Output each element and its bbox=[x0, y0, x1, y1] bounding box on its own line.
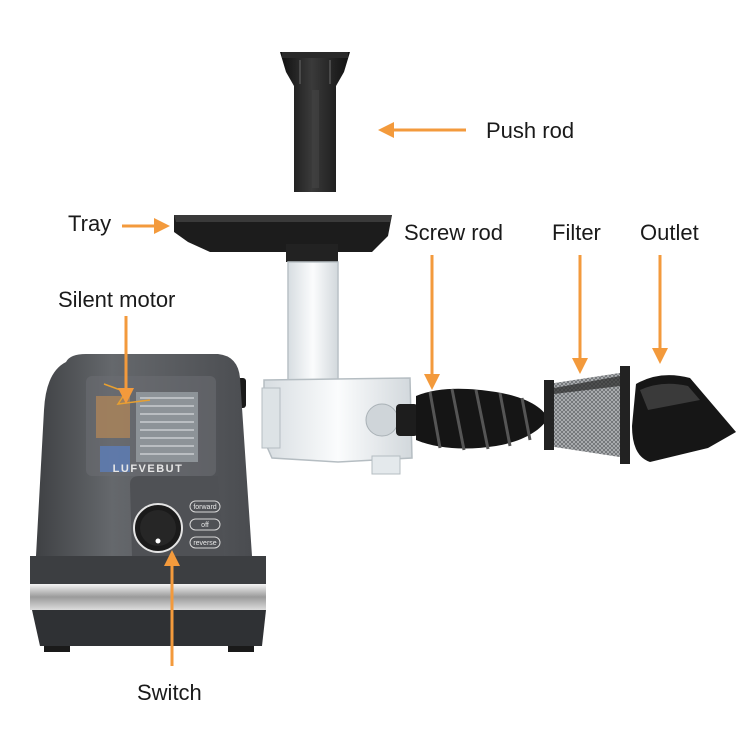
filter bbox=[544, 366, 630, 464]
brand-label: LUFVEBUT bbox=[113, 463, 184, 475]
arrow-push-rod bbox=[378, 122, 466, 138]
label-silent-motor: Silent motor bbox=[58, 287, 176, 312]
label-tray: Tray bbox=[68, 211, 112, 236]
callout-arrows bbox=[118, 122, 668, 666]
motor-base bbox=[30, 354, 266, 652]
switch-off-label: off bbox=[201, 522, 209, 529]
screw-rod bbox=[396, 388, 548, 451]
switch-forward-label: forward bbox=[193, 504, 216, 511]
label-push-rod: Push rod bbox=[486, 118, 575, 143]
switch-reverse-label: reverse bbox=[193, 540, 216, 547]
switch-position-labels: forward off reverse bbox=[189, 500, 221, 549]
clear-housing bbox=[261, 261, 413, 475]
label-filter: Filter bbox=[552, 220, 601, 245]
label-screw-rod: Screw rod bbox=[404, 220, 504, 245]
outlet bbox=[632, 375, 736, 462]
arrow-tray bbox=[122, 218, 170, 234]
arrow-screw-rod bbox=[424, 255, 440, 390]
arrow-silent-motor bbox=[118, 316, 134, 404]
switch-knob[interactable] bbox=[133, 503, 183, 553]
label-outlet: Outlet bbox=[640, 220, 699, 245]
label-switch: Switch bbox=[137, 680, 202, 705]
push-rod bbox=[280, 52, 350, 192]
tray bbox=[174, 215, 392, 262]
arrow-switch bbox=[164, 550, 180, 666]
arrow-filter bbox=[572, 255, 588, 374]
arrow-outlet bbox=[652, 255, 668, 364]
motor-internals bbox=[96, 383, 198, 472]
